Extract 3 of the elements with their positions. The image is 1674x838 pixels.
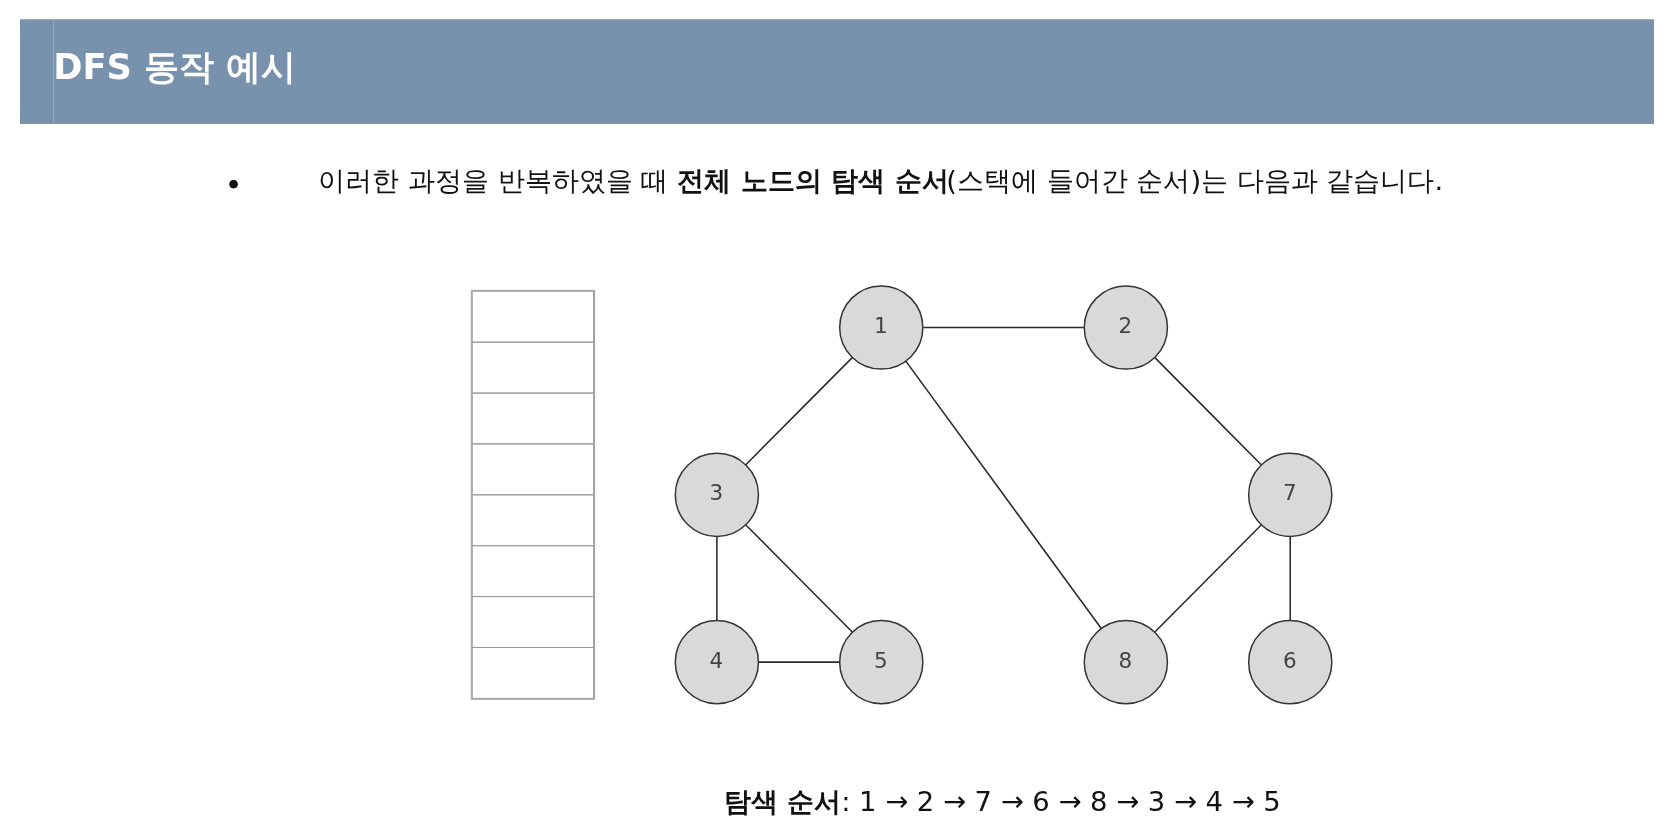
- label: 이러한 과정을 반복하였을 때 전체 노드의 탐색 순서(스택에 들어간 순서)는 다음과 같습니다.: [318, 164, 1444, 196]
- diagram-title: DFS 동작 예시: [53, 46, 297, 88]
- label: 탐색 순서: 1 → 2 → 7 → 6 → 8 → 3 → 4 → 5: [723, 786, 1281, 818]
